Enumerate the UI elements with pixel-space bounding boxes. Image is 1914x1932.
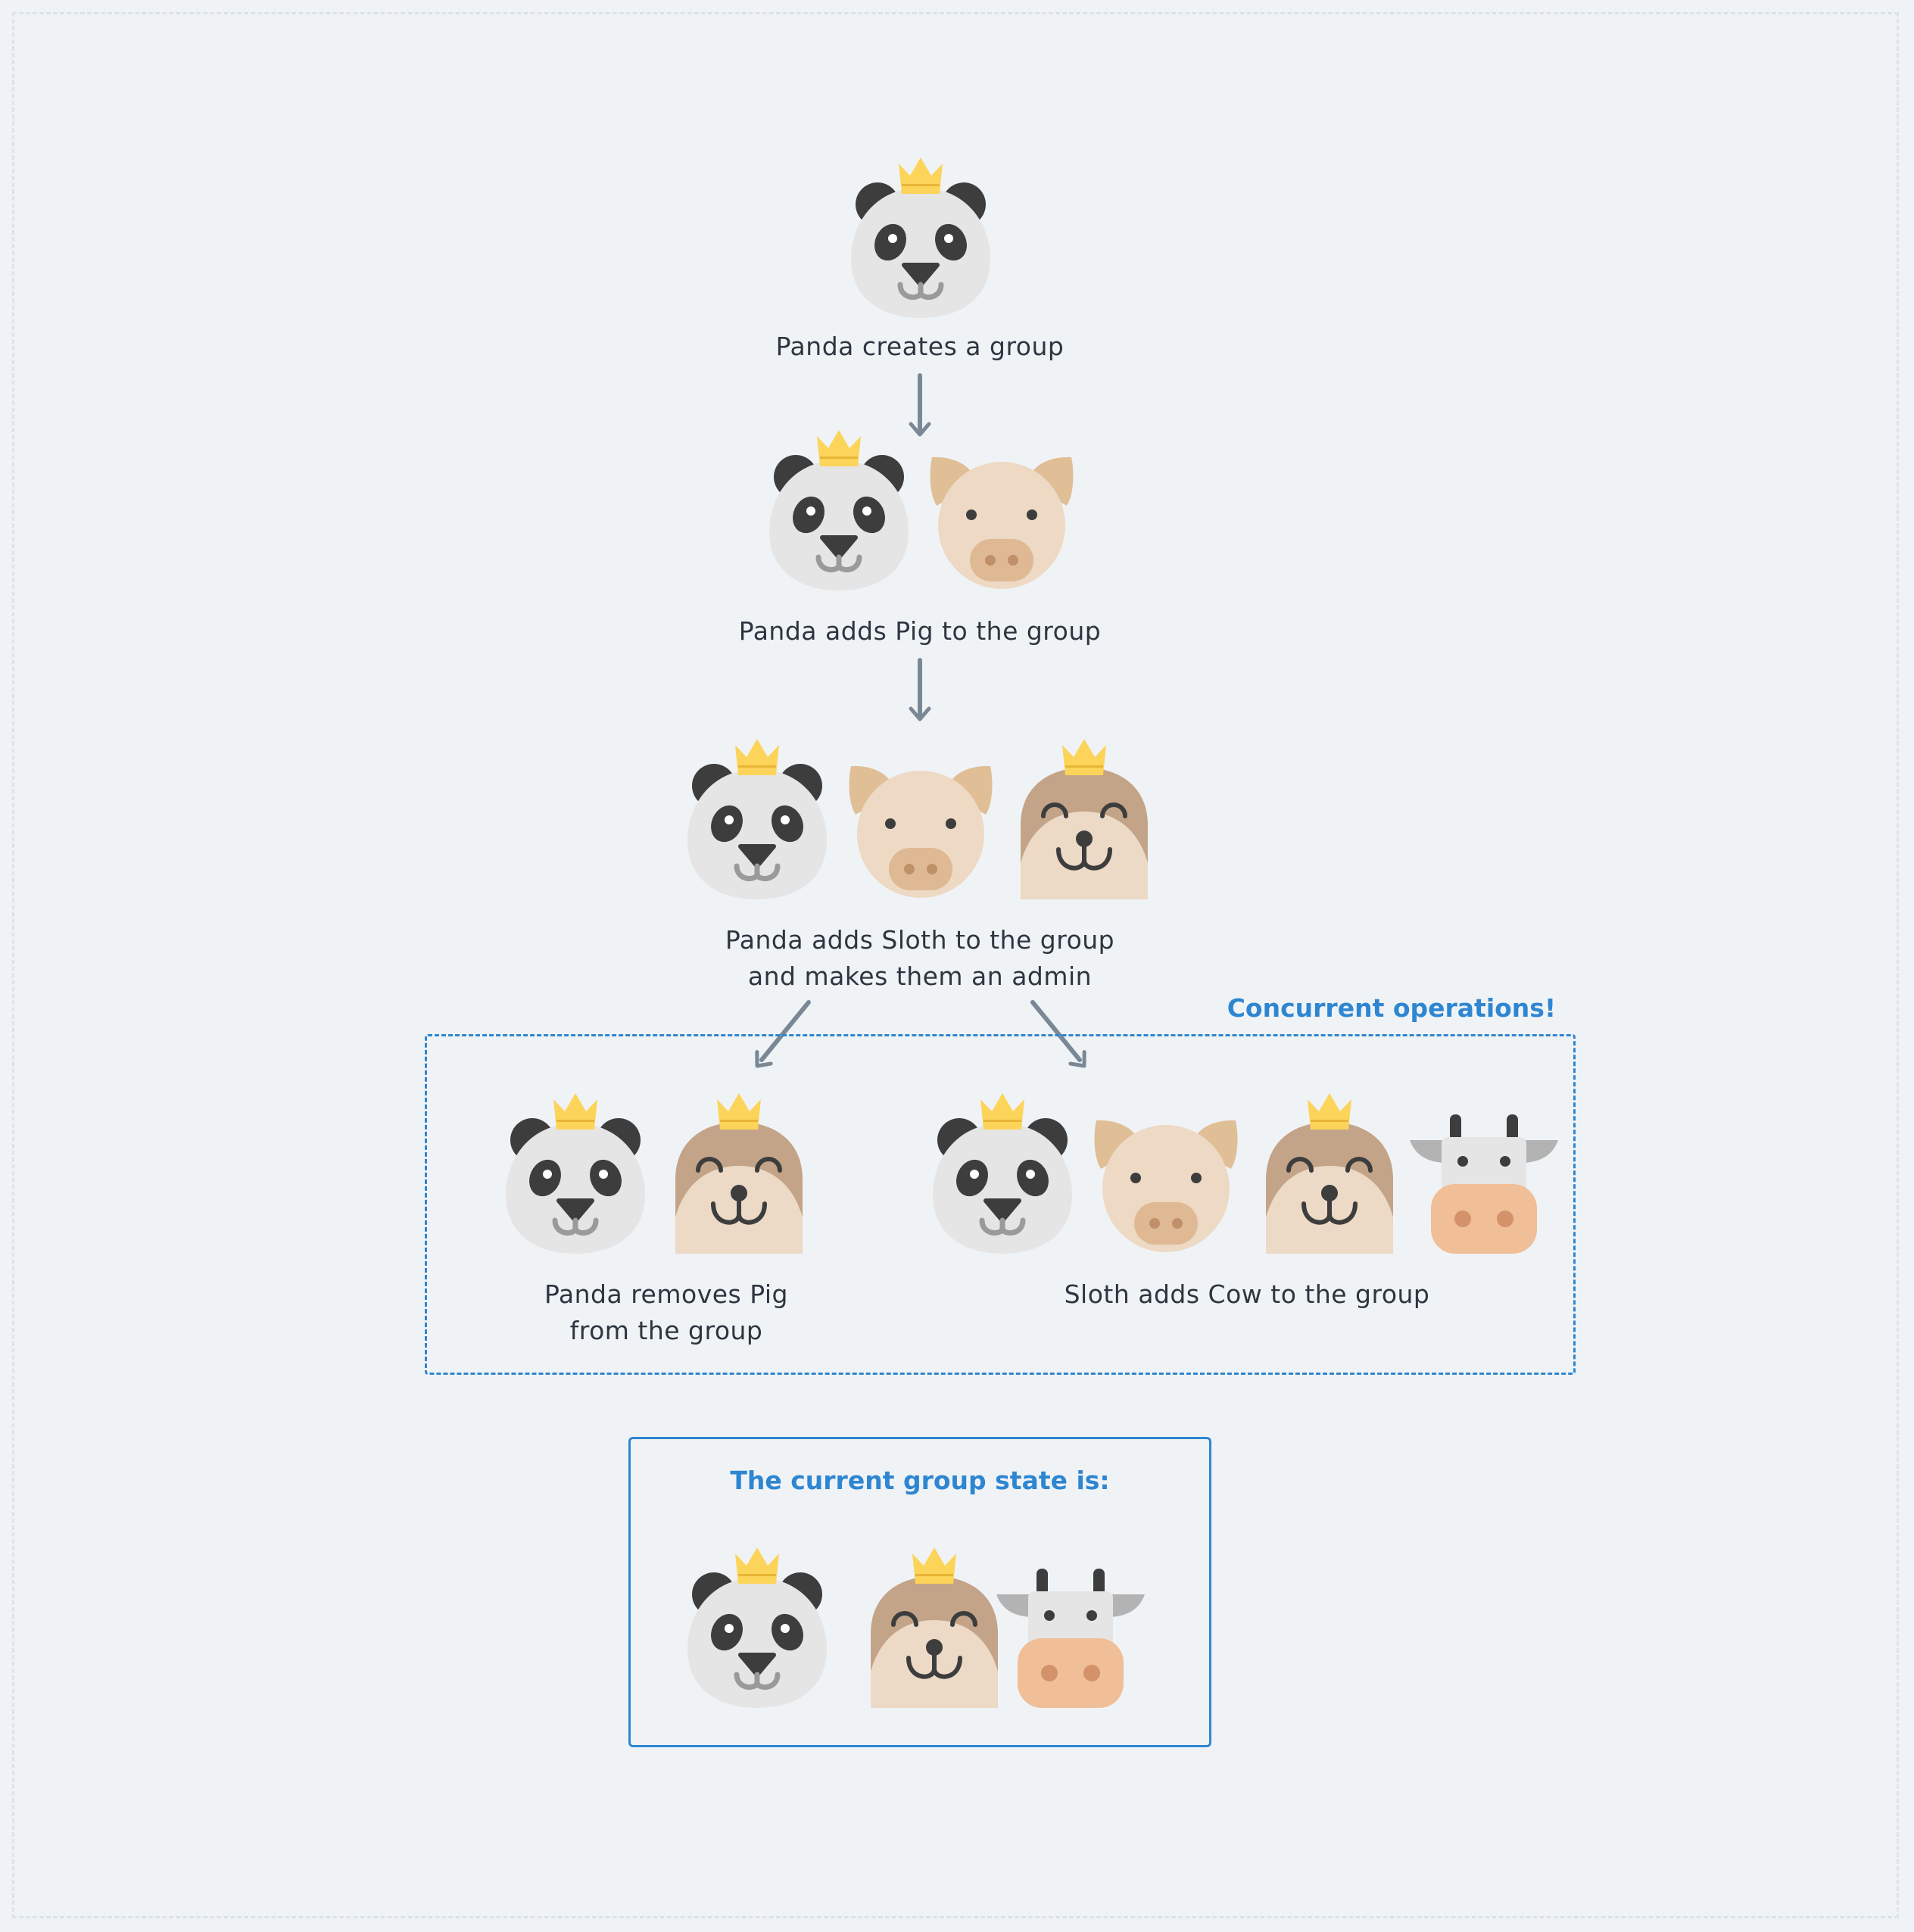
concurrent-operations-box — [425, 1034, 1576, 1375]
remove-pig-caption-line1: Panda removes Pig — [544, 1279, 788, 1309]
panda-icon — [687, 764, 827, 899]
crown-icon — [817, 430, 861, 466]
arrow-to-remove-pig — [750, 1000, 811, 1072]
step2-caption: Panda adds Pig to the group — [738, 616, 1102, 646]
crown-icon — [1062, 739, 1106, 775]
step2-members — [769, 430, 1074, 591]
current-state-title: The current group state is: — [730, 1466, 1110, 1495]
current-state-box — [628, 1437, 1211, 1747]
arrow-step2-to-step3 — [911, 658, 929, 719]
sloth-icon — [1021, 768, 1148, 899]
arrow-step1-to-step2 — [911, 373, 929, 435]
step1-caption: Panda creates a group — [775, 332, 1065, 361]
remove-pig-caption: Panda removes Pig from the group — [477, 1276, 856, 1349]
pig-icon — [930, 457, 1074, 589]
step3-members — [687, 739, 1148, 899]
panda-icon — [851, 182, 990, 318]
page-border — [12, 12, 1899, 1918]
step3-caption-line1: Panda adds Sloth to the group — [725, 925, 1115, 955]
pig-icon — [849, 765, 993, 898]
crown-icon — [735, 739, 779, 775]
concurrent-operations-label: Concurrent operations! — [1227, 993, 1556, 1023]
crown-icon — [899, 157, 943, 194]
remove-pig-caption-line2: from the group — [569, 1316, 763, 1345]
panda-icon — [769, 455, 909, 591]
step3-caption: Panda adds Sloth to the group and makes … — [655, 922, 1185, 995]
step3-caption-line2: and makes them an admin — [747, 961, 1093, 991]
step1-members — [851, 157, 990, 318]
add-cow-caption: Sloth adds Cow to the group — [1064, 1279, 1430, 1309]
arrow-to-add-cow — [1030, 1000, 1091, 1072]
